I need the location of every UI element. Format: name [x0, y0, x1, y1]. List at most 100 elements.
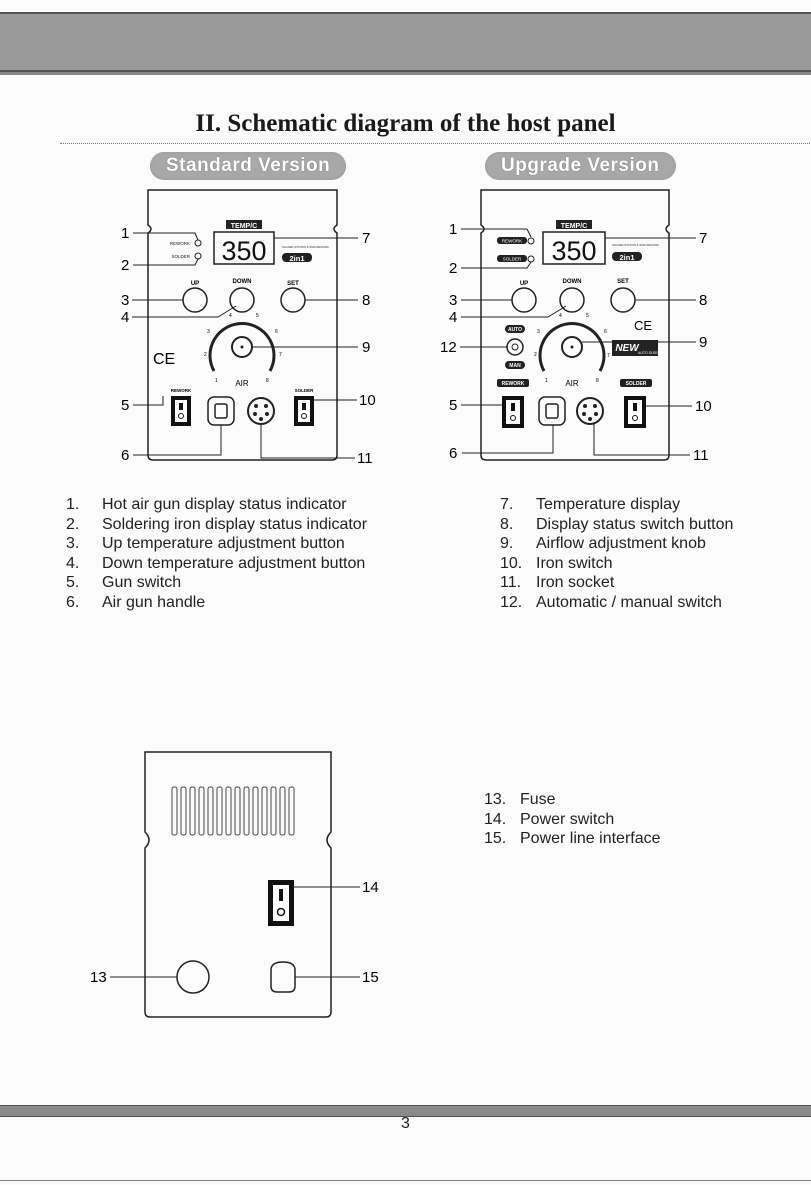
footer-band [0, 1105, 811, 1117]
upgrade-set-label: SET [617, 279, 629, 285]
standard-knob-tick-1: 1 [215, 378, 218, 384]
upgrade-callout-12: 12 [440, 339, 457, 356]
legend-item: 2.Soldering iron display status indicato… [66, 515, 367, 535]
standard-version-label: Standard Version [150, 152, 347, 180]
standard-down-label: DOWN [233, 279, 252, 285]
vent-slot [252, 786, 259, 836]
upgrade-callout-9: 9 [699, 334, 707, 351]
upgrade-new-badge-sub: AUTO SLEEP [638, 351, 661, 355]
header-stripe [0, 72, 811, 75]
upgrade-display [542, 231, 606, 265]
upgrade-panel-outline [480, 189, 670, 461]
standard-knob-tick-2: 2 [204, 352, 207, 358]
standard-gun-handle [207, 396, 235, 426]
upgrade-auto-man-switch-inner [511, 343, 519, 351]
standard-set-button [280, 287, 306, 313]
standard-socket-pin-1 [254, 404, 258, 408]
vent-slot [225, 786, 232, 836]
upgrade-solder-switch-on [633, 403, 637, 411]
standard-callout-3: 3 [121, 292, 129, 309]
vent-slot [279, 786, 286, 836]
legend-item-number: 11. [500, 574, 522, 591]
upgrade-auto-label-box [505, 325, 525, 333]
standard-callout-11: 11 [357, 450, 373, 467]
upgrade-man-label: MAN [509, 363, 521, 369]
upgrade-up-label: UP [520, 281, 528, 287]
title-rule [60, 143, 810, 144]
upgrade-set-button [610, 287, 636, 313]
legend-item: 5. Gun switch [66, 573, 367, 593]
standard-callout-1: 1 [121, 225, 129, 242]
legend-item-number: 8. [500, 515, 514, 533]
upgrade-ce-mark: CE [634, 318, 652, 333]
standard-ce-mark: CE [153, 351, 175, 368]
legend-item: 10. Iron switch [500, 554, 733, 574]
standard-knob-tick-7: 7 [279, 352, 282, 358]
upgrade-knob-tick-6: 6 [604, 329, 607, 335]
vent-slot [198, 786, 205, 836]
standard-leader-lines [132, 232, 358, 459]
legend-item-number: 9. [500, 535, 514, 552]
upgrade-led-solder [527, 255, 535, 263]
standard-badge: 2in1 [289, 254, 304, 263]
standard-led-solder [194, 252, 202, 260]
standard-gun-handle-inner [214, 403, 228, 419]
upgrade-socket-pin-1 [583, 404, 587, 408]
upgrade-callout-2: 2 [449, 260, 457, 277]
upgrade-socket-pin-5 [588, 417, 592, 421]
legend-item: 15.Power line interface [484, 829, 661, 849]
standard-knob-tick-4: 4 [229, 313, 232, 319]
upgrade-knob-arc [538, 322, 606, 372]
upgrade-led-rework [527, 237, 535, 245]
upgrade-air-knob [561, 336, 583, 358]
upgrade-callout-5: 5 [449, 397, 457, 414]
vent-slot [207, 786, 214, 836]
vent-slot [288, 786, 295, 836]
upgrade-version-label: Upgrade Version [485, 152, 676, 180]
upgrade-knob-tick-8: 8 [596, 378, 599, 384]
standard-callout-10: 10 [359, 392, 376, 409]
standard-socket-pin-5 [259, 417, 263, 421]
upgrade-down-button [559, 287, 585, 313]
vent-slot [180, 786, 187, 836]
standard-knob-arc [208, 322, 276, 372]
header-band [0, 12, 811, 72]
legend-item-text: Iron socket [536, 574, 615, 591]
page-title: II. Schematic diagram of the host panel [195, 110, 616, 137]
legend-item-text: Gun switch [102, 574, 182, 591]
upgrade-socket-pin-4 [594, 412, 598, 416]
standard-knob-tick-8: 8 [266, 378, 269, 384]
upgrade-callout-11: 11 [693, 447, 709, 464]
standard-rework-switch-off [178, 413, 184, 419]
vent-slot [270, 786, 277, 836]
upgrade-up-button [511, 287, 537, 313]
legend-item: 7.Temperature display [500, 495, 733, 515]
legend-item-number: 5. [66, 574, 80, 591]
standard-callout-8: 8 [362, 292, 370, 309]
upgrade-man-label-box [505, 361, 525, 369]
upgrade-temp-label-box [556, 220, 592, 229]
upgrade-panel: TEMP/C 350 SOLDER STATION & SMD REWORK 2… [440, 189, 712, 464]
standard-knob-tick-5: 5 [256, 313, 259, 319]
standard-knob-center [240, 345, 244, 349]
rear-leader-lines [110, 886, 360, 978]
standard-socket-pin-2 [264, 404, 268, 408]
legend-item: 6.Air gun handle [66, 593, 367, 613]
legend-item-number: 10. [500, 554, 523, 572]
standard-switch-label-rework: REWORK [171, 388, 192, 393]
standard-solder-switch-off [301, 413, 307, 419]
upgrade-iron-socket [576, 397, 604, 425]
standard-panel-outline [147, 189, 338, 461]
upgrade-switch-label-solder: SOLDER [626, 381, 647, 387]
standard-panel: TEMP/C 350 SOLDER STATION & SMD REWORK 2… [121, 189, 376, 467]
standard-down-button [229, 287, 255, 313]
legend-item: 12.Automatic / manual switch [500, 593, 733, 613]
legend-item: 4.Down temperature adjustment button [66, 554, 367, 574]
upgrade-socket-pin-3 [582, 412, 586, 416]
legend-item-text: Iron switch [536, 554, 613, 572]
standard-set-label: SET [287, 281, 299, 287]
legend-item: 11. Iron socket [500, 573, 733, 593]
upgrade-callout-10: 10 [695, 398, 712, 415]
rear-callout-13: 13 [90, 969, 107, 986]
upgrade-knob-tick-7: 7 [607, 353, 610, 359]
